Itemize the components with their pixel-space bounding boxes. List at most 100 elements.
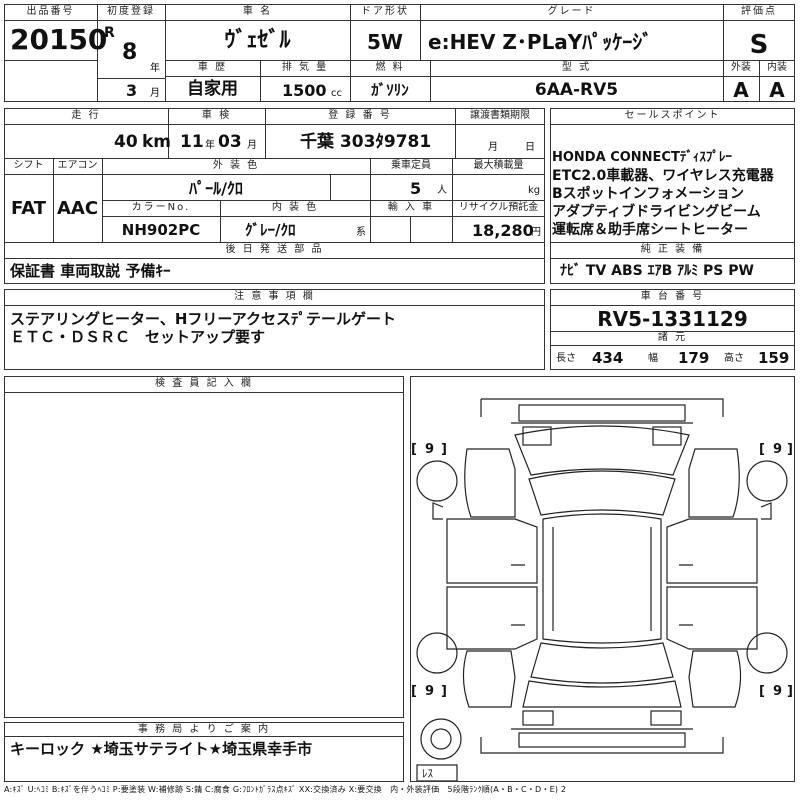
tire-rl-value: 9 xyxy=(425,684,434,699)
tire-fl-value: 9 xyxy=(425,442,434,457)
svg-text:]: ] xyxy=(441,684,447,699)
height-label: 高さ xyxy=(724,353,744,364)
shift-label: シフト xyxy=(13,160,44,171)
inspection-month-unit: 月 xyxy=(247,140,257,151)
equipment-label: 純 正 装 備 xyxy=(640,244,705,255)
model-label: 型 式 xyxy=(561,62,592,73)
displacement: 1500 xyxy=(282,81,327,100)
notes-label: 注 意 事 項 欄 xyxy=(234,291,315,302)
svg-text:[: [ xyxy=(759,442,765,457)
accessories-label: 後 日 発 送 部 品 xyxy=(225,244,324,255)
length-label: 長さ xyxy=(556,353,576,364)
history: 自家用 xyxy=(187,79,238,99)
first-registration-label: 初度登録 xyxy=(107,6,155,17)
vehicle-details-block xyxy=(4,108,545,284)
height-value: 159 xyxy=(758,349,790,367)
svg-text:[: [ xyxy=(411,684,417,699)
sales-points-block xyxy=(550,108,795,284)
exterior-grade: A xyxy=(733,78,749,102)
transfer-deadline-label: 譲渡書類期限 xyxy=(470,110,530,121)
svg-text:]: ] xyxy=(787,442,793,457)
svg-text:]: ] xyxy=(787,684,793,699)
color-number-label: カラーNo. xyxy=(131,202,191,213)
sales-point-line: Bスポットインフォメーション xyxy=(552,186,744,202)
car-name: ｳﾞｪｾﾞﾙ xyxy=(224,28,291,53)
door-type: 5W xyxy=(367,30,403,54)
office-info-label: 事 務 局 よ り ご 案 内 xyxy=(137,724,271,735)
note-line: ステアリングヒーター、Hフリーアクセスﾃﾟテールゲート xyxy=(10,310,397,328)
era-mark: R xyxy=(104,25,115,41)
exterior-color: ﾊﾟｰﾙ/ｸﾛ xyxy=(189,179,243,198)
sales-point-line: HONDA CONNECTﾃﾞｨｽﾌﾟﾚｰ xyxy=(552,150,732,165)
recycle-label: リサイクル預託金 xyxy=(458,202,539,213)
recycle-deposit: 18,280 xyxy=(472,221,534,240)
notes-block xyxy=(4,289,545,370)
note-line: ＥＴＣ・ＤＳＲＣ セットアップ要す xyxy=(10,328,266,346)
plate-label: 登 録 番 号 xyxy=(328,110,392,121)
office-info-value: キーロック ★埼玉サテライト★埼玉県幸手市 xyxy=(10,740,313,758)
inspector-notes-label: 検 査 員 記 入 欄 xyxy=(155,378,253,389)
exterior-grade-label: 外装 xyxy=(731,62,751,73)
year-unit: 年 xyxy=(150,63,160,74)
svg-text:]: ] xyxy=(441,442,447,457)
history-label: 車 歴 xyxy=(197,62,228,73)
max-load-label: 最大積載量 xyxy=(473,160,524,171)
sales-point-line: 運転席＆助手席シートヒーター xyxy=(552,222,748,238)
fuel: ｶﾞｿﾘﾝ xyxy=(371,81,409,99)
month-unit: 月 xyxy=(150,88,160,99)
inspector-notes-block xyxy=(4,376,404,718)
door-label: ドア形状 xyxy=(361,6,409,17)
mileage-unit: km xyxy=(142,132,172,152)
header-block xyxy=(4,4,795,102)
sales-point-line: アダプティブドライビングビーム xyxy=(552,204,761,220)
capacity-unit: 人 xyxy=(437,185,447,196)
shift: FAT xyxy=(10,198,47,219)
grade: e:HEV Z･PLaYﾊﾟｯｹｰｼﾞ xyxy=(428,30,653,54)
svg-text:[: [ xyxy=(759,684,765,699)
recycle-unit: 円 xyxy=(531,227,541,238)
car-diagram-frame xyxy=(410,376,795,782)
plate-number: 千葉 303ﾀ9781 xyxy=(300,132,432,152)
dimensions-label: 諸 元 xyxy=(657,332,688,343)
mileage: 40 xyxy=(114,132,138,152)
inspection-year: 11 xyxy=(180,132,204,152)
width-value: 179 xyxy=(678,349,710,367)
ac-label: エアコン xyxy=(57,160,98,171)
chassis-block xyxy=(550,289,795,370)
equipment-value: ﾅﾋﾞ TV ABS ｴｱB ｱﾙﾐ PS PW xyxy=(560,263,754,279)
width-label: 幅 xyxy=(648,353,658,364)
capacity-label: 乗車定員 xyxy=(391,160,431,171)
car-name-label: 車 名 xyxy=(242,6,273,17)
legend-text: A:ｷｽﾞ U:ﾍｺﾐ B:ｷｽﾞを伴うﾍｺﾐ P:要塗装 W:補修跡 S:錆 … xyxy=(4,785,567,794)
tire-fl-tread: [ xyxy=(411,442,417,457)
score: S xyxy=(749,30,769,60)
interior-grade-label: 内装 xyxy=(767,62,787,73)
accessories-value: 保証書 車両取説 予備ｷｰ xyxy=(10,262,171,280)
registration-month: 3 xyxy=(126,81,138,100)
interior-color-label: 内 装 色 xyxy=(271,202,319,213)
chassis-number: RV5-1331129 xyxy=(597,307,748,331)
sales-points-label: セールスポイント xyxy=(624,110,721,121)
chassis-label: 車 台 番 号 xyxy=(640,291,705,302)
interior-color: ｸﾞﾚｰ/ｸﾛ xyxy=(245,221,296,239)
displacement-unit: cc xyxy=(331,88,342,99)
tire-fr-value: 9 xyxy=(773,442,782,457)
office-info-block xyxy=(4,722,404,782)
model-code: 6AA-RV5 xyxy=(534,80,619,100)
ac: AAC xyxy=(56,198,99,219)
lot-number-label: 出品番号 xyxy=(26,6,75,17)
spare-tire-status: ﾚｽ xyxy=(422,767,433,780)
fuel-label: 燃 料 xyxy=(375,62,405,73)
interior-grade: A xyxy=(769,78,785,102)
score-label: 評価点 xyxy=(741,6,777,17)
transfer-day-unit: 日 xyxy=(525,142,535,153)
registration-year: 8 xyxy=(122,40,138,65)
mileage-label: 走 行 xyxy=(71,110,101,121)
lot-number: 20150 xyxy=(10,23,108,56)
max-load-unit: kg xyxy=(528,185,541,196)
exterior-color-label: 外 装 色 xyxy=(212,160,260,171)
displacement-label: 排 気 量 xyxy=(281,62,329,73)
grade-label: グレード xyxy=(547,6,596,17)
inspection-label: 車 検 xyxy=(201,110,232,121)
capacity: 5 xyxy=(410,179,422,198)
